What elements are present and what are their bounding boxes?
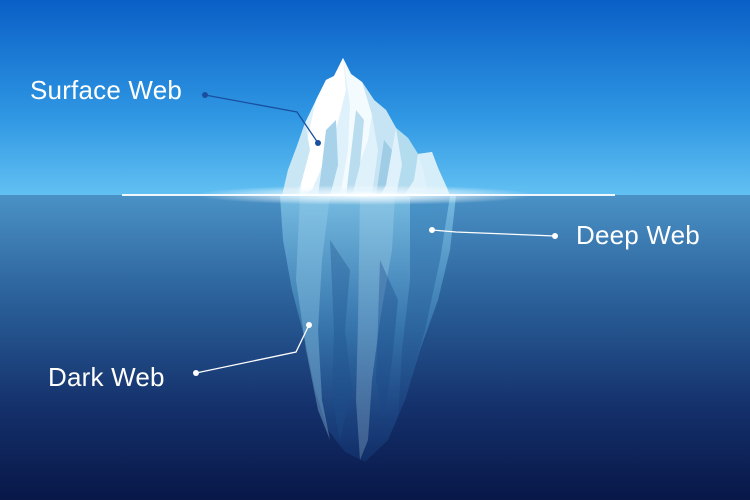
leader-surface (202, 92, 321, 146)
iceberg-tip (282, 58, 450, 196)
deep-web-label: Deep Web (576, 220, 700, 250)
iceberg-underwater (280, 196, 456, 462)
surface-web-label: Surface Web (30, 75, 183, 105)
leader-deep (429, 227, 558, 239)
horizon-line (122, 194, 615, 196)
leader-dark (193, 322, 312, 376)
dark-web-label: Dark Web (48, 362, 165, 392)
